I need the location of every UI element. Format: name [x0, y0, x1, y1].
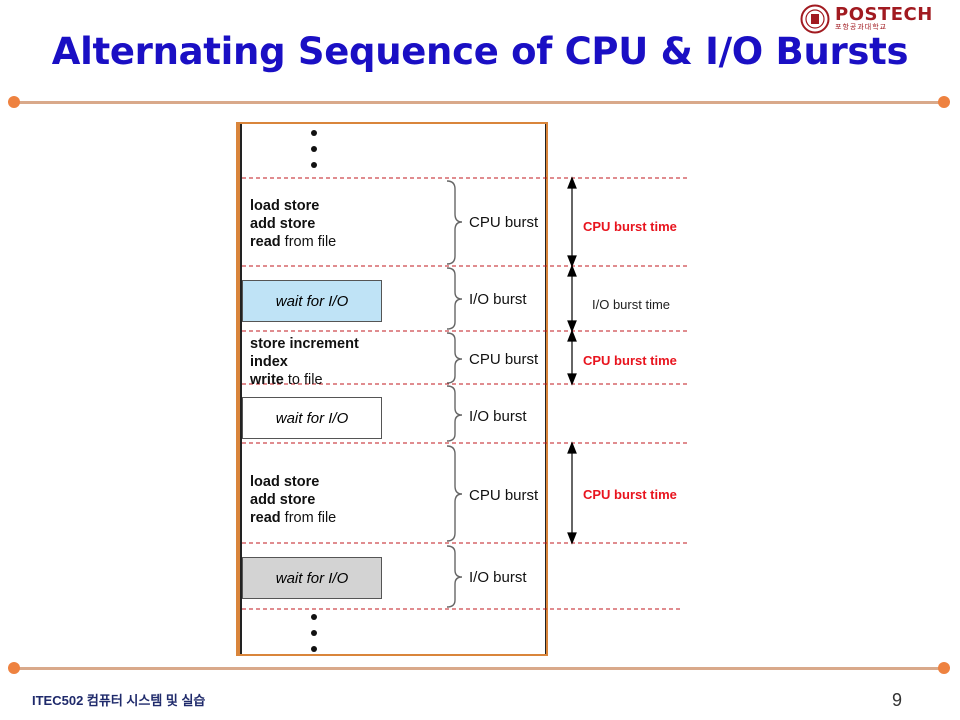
footer-course: ITEC502 컴퓨터 시스템 및 실습 [32, 693, 206, 708]
ellipsis-dot [311, 146, 317, 152]
brace-icon [446, 180, 463, 265]
ellipsis-dot [311, 162, 317, 168]
page-number: 9 [892, 690, 903, 710]
top-rule-right-dot [938, 96, 950, 108]
top-rule [14, 101, 944, 104]
cpu-code-block: store increment index write to file [250, 335, 359, 389]
logo-subtitle: 포항공과대학교 [835, 23, 888, 31]
arrow-head-down [567, 532, 577, 545]
cpu-burst-time-label: CPU burst time [583, 353, 677, 368]
brace-icon [446, 445, 463, 542]
logo-name: POSTECH [835, 4, 933, 25]
brace-icon [446, 545, 463, 608]
wait-for-io-box: wait for I/O [242, 397, 382, 439]
cpu-burst-time-label: CPU burst time [583, 219, 677, 234]
code-line: store increment [250, 336, 359, 352]
arrow-head-up [567, 441, 577, 454]
cpu-code-block: load store add store read from file [250, 197, 336, 251]
arrow-head-down [567, 255, 577, 268]
wait-for-io-box: wait for I/O [242, 280, 382, 322]
brace-icon [446, 332, 463, 384]
code-line: load store [250, 474, 320, 490]
ellipsis-dot [311, 130, 317, 136]
ellipsis-dot [311, 630, 317, 636]
arrow-head-down [567, 373, 577, 386]
brace-icon [446, 267, 463, 330]
cpu-burst-label: CPU burst [469, 351, 539, 368]
cpu-burst-label: CPU burst [469, 487, 539, 504]
bottom-rule-right-dot [938, 662, 950, 674]
ellipsis-dot [311, 646, 317, 652]
postech-emblem-icon [800, 4, 830, 34]
arrow-head-down [567, 320, 577, 333]
io-burst-label: I/O burst [469, 569, 527, 586]
top-rule-left-dot [8, 96, 20, 108]
io-burst-label: I/O burst [469, 291, 527, 308]
code-line: read from file [250, 234, 337, 250]
page-title: Alternating Sequence of CPU & I/O Bursts [51, 30, 909, 73]
brace-icon [446, 385, 463, 442]
code-line: add store [250, 216, 316, 232]
postech-logo: POSTECH 포항공과대학교 [800, 4, 933, 34]
io-burst-time-label: I/O burst time [592, 297, 671, 312]
program-frame [236, 122, 548, 656]
wait-for-io-box: wait for I/O [242, 557, 382, 599]
arrow-head-up [567, 264, 577, 277]
cpu-burst-time-label: CPU burst time [583, 487, 677, 502]
ellipsis-dot [311, 614, 317, 620]
code-line: index [250, 354, 288, 370]
code-line: read from file [250, 510, 337, 526]
code-line: load store [250, 198, 320, 214]
cpu-code-block: load store add store read from file [250, 473, 336, 527]
bottom-rule-left-dot [8, 662, 20, 674]
code-line: add store [250, 492, 316, 508]
io-burst-label: I/O burst [469, 408, 527, 425]
code-line: write to file [250, 372, 323, 388]
bottom-rule [14, 667, 944, 670]
arrow-head-up [567, 176, 577, 189]
cpu-burst-label: CPU burst [469, 214, 539, 231]
arrow-head-up [567, 329, 577, 342]
